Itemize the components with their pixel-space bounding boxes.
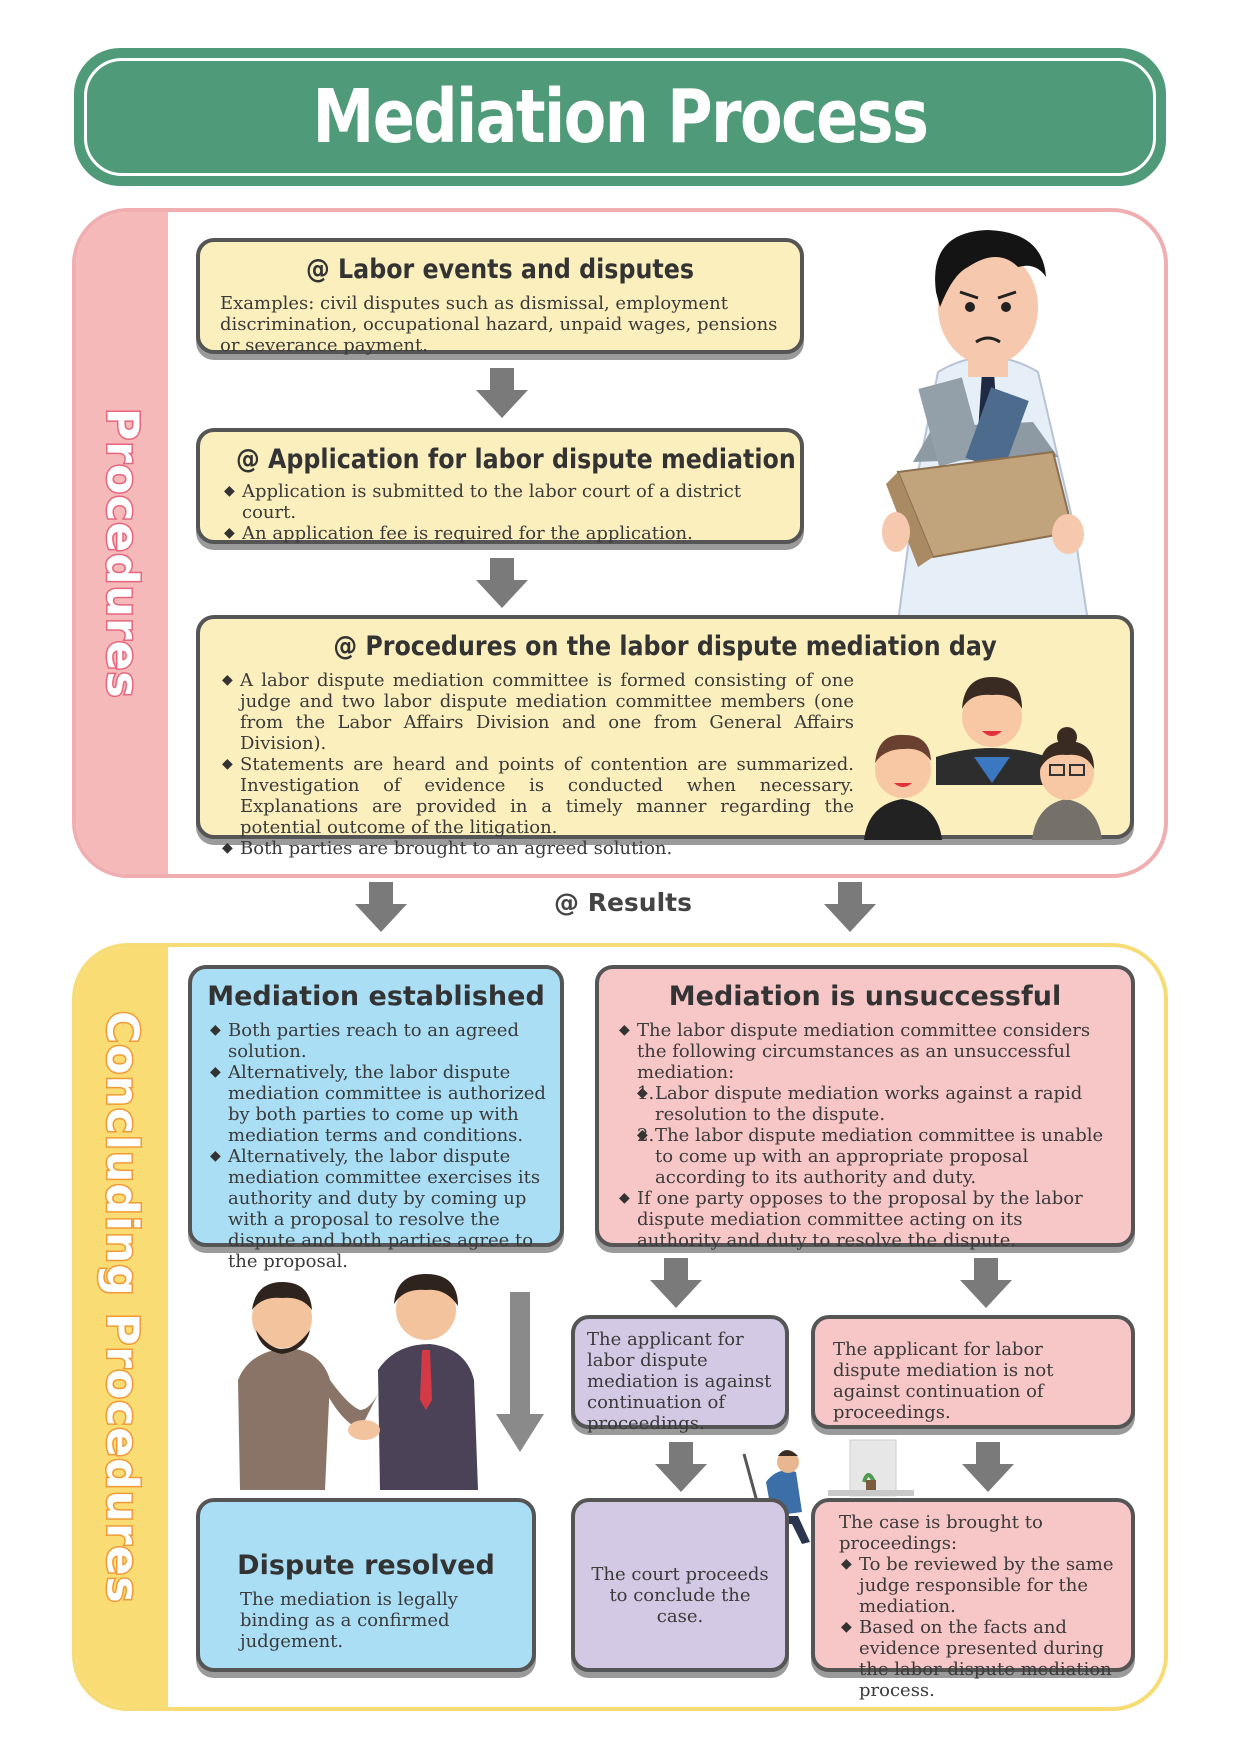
proceedings-intro: The case is brought to proceedings:	[839, 1512, 1043, 1554]
not-against-continuation-text: The applicant for labor dispute mediatio…	[833, 1339, 1054, 1423]
mediation-day-bullets: A labor dispute mediation committee is f…	[200, 662, 854, 859]
dispute-resolved-text: The mediation is legally binding as a co…	[240, 1589, 458, 1652]
numbered-item: Labor dispute mediation works against a …	[655, 1083, 1083, 1125]
numbered-item: The labor dispute mediation committee is…	[655, 1125, 1104, 1188]
not-against-continuation-box: The applicant for labor dispute mediatio…	[811, 1315, 1135, 1429]
committee-people-illustration	[864, 677, 1102, 840]
court-concludes-box: The court proceeds to conclude the case.	[571, 1498, 789, 1672]
procedures-label: Procedures	[95, 407, 149, 701]
unsuccessful-numbered-list: 1.Labor dispute mediation works against …	[637, 1083, 1111, 1188]
proceedings-bullets: To be reviewed by the same judge respons…	[815, 1554, 1131, 1701]
procedures-side-strip: Procedures	[76, 212, 168, 874]
application-box: @ Application for labor dispute mediatio…	[196, 428, 804, 544]
proceedings-bullet: Based on the facts and evidence presente…	[841, 1617, 1115, 1701]
concluding-procedures-label: Concluding Procedures	[95, 1010, 149, 1606]
dispute-resolved-box: Dispute resolved The mediation is legall…	[196, 1498, 536, 1672]
mediation-established-title: Mediation established	[207, 981, 545, 1012]
court-concludes-text: The court proceeds to conclude the case.	[591, 1564, 769, 1627]
labor-events-text: Examples: civil disputes such as dismiss…	[220, 293, 778, 356]
application-bullet: An application fee is required for the a…	[224, 523, 780, 544]
title-banner: Mediation Process	[74, 48, 1166, 186]
against-continuation-box: The applicant for labor dispute mediatio…	[571, 1315, 789, 1434]
list-number: 2.	[637, 1125, 655, 1146]
labor-events-title: @ Labor events and disputes	[306, 254, 694, 285]
unsuccessful-intro: The labor dispute mediation committee co…	[637, 1020, 1091, 1083]
down-arrow-icon	[824, 882, 876, 932]
proceedings-bullet: To be reviewed by the same judge respons…	[841, 1554, 1115, 1617]
application-bullets: Application is submitted to the labor co…	[200, 475, 800, 544]
worried-man-with-box-illustration	[882, 230, 1090, 622]
mediation-day-title: @ Procedures on the labor dispute mediat…	[333, 631, 997, 662]
list-number: 1.	[637, 1083, 655, 1104]
down-arrow-icon	[960, 1258, 1012, 1308]
mediation-established-bullets: Both parties reach to an agreed solution…	[192, 1012, 560, 1272]
mediation-established-box: Mediation established Both parties reach…	[188, 965, 564, 1272]
down-arrow-icon	[476, 368, 528, 418]
application-bullet: Application is submitted to the labor co…	[224, 481, 780, 523]
mediation-day-bullet: Both parties are brought to an agreed so…	[222, 838, 854, 859]
long-down-arrow-icon	[496, 1292, 544, 1452]
established-bullet: Alternatively, the labor dispute mediati…	[210, 1146, 548, 1272]
down-arrow-icon	[655, 1442, 707, 1492]
man-at-desk-illustration	[742, 1439, 914, 1544]
mediation-unsuccessful-box: Mediation is unsuccessful The labor disp…	[595, 965, 1135, 1251]
unsuccessful-last-bullet: If one party opposes to the proposal by …	[619, 1188, 1111, 1251]
down-arrow-icon	[355, 882, 407, 932]
down-arrow-icon	[962, 1442, 1014, 1492]
down-arrow-icon	[476, 558, 528, 608]
proceedings-box: The case is brought to proceedings: To b…	[811, 1498, 1135, 1701]
handshake-illustration	[238, 1274, 478, 1490]
against-continuation-text: The applicant for labor dispute mediatio…	[587, 1329, 772, 1434]
mediation-unsuccessful-title: Mediation is unsuccessful	[668, 981, 1062, 1012]
established-bullet: Alternatively, the labor dispute mediati…	[210, 1062, 548, 1146]
page-title: Mediation Process	[312, 74, 929, 160]
labor-events-box: @ Labor events and disputes Examples: ci…	[196, 238, 804, 356]
mediation-day-bullet: Statements are heard and points of conte…	[222, 754, 854, 838]
results-label: @ Results	[554, 888, 692, 917]
established-bullet: Both parties reach to an agreed solution…	[210, 1020, 548, 1062]
mediation-unsuccessful-list: The labor dispute mediation committee co…	[599, 1012, 1131, 1251]
mediation-day-bullet: A labor dispute mediation committee is f…	[222, 670, 854, 754]
down-arrow-icon	[650, 1258, 702, 1308]
dispute-resolved-title: Dispute resolved	[237, 1550, 495, 1581]
application-title: @ Application for labor dispute mediatio…	[236, 444, 796, 475]
title-frame: Mediation Process	[84, 58, 1156, 176]
concluding-side-strip: Concluding Procedures	[76, 947, 168, 1707]
